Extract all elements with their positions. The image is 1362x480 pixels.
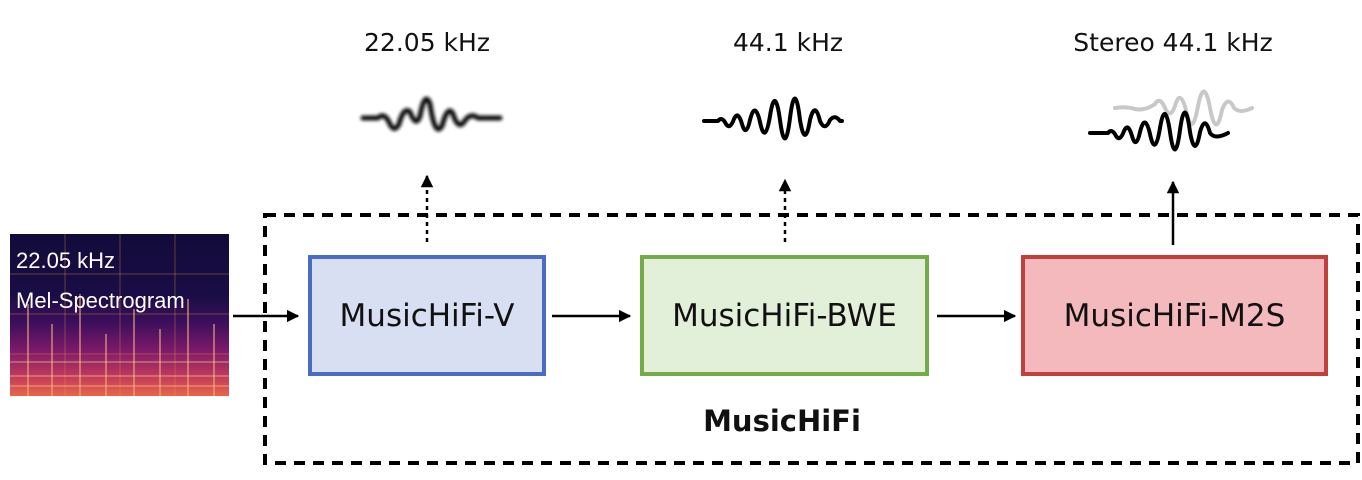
input-type-label: Mel-Spectrogram [16,288,185,313]
musichifi-frame [263,213,1360,465]
block-musichifi-m2s: MusicHiFi-M2S [1021,255,1328,376]
waveform-22k-icon [360,96,503,132]
spectrogram-texture [10,234,229,396]
block-label-m2s: MusicHiFi-M2S [1063,297,1286,334]
output-label-v: 22.05 kHz [364,28,490,57]
output-label-m2s: Stereo 44.1 kHz [1073,28,1273,57]
block-musichifi-bwe: MusicHiFi-BWE [640,255,929,376]
waveform-44k-icon [702,96,844,141]
input-rate-label: 22.05 kHz [16,248,116,273]
block-musichifi-v: MusicHiFi-V [308,255,546,376]
waveform-stereo-black-icon [1088,110,1230,152]
output-label-bwe: 44.1 kHz [732,28,843,57]
mel-spectrogram-image: 22.05 kHz Mel-Spectrogram [10,234,229,396]
waveform-stereo-gray-icon [1113,89,1254,127]
frame-label: MusicHiFi [703,404,861,438]
block-label-bwe: MusicHiFi-BWE [672,297,897,334]
block-label-v: MusicHiFi-V [339,297,515,334]
